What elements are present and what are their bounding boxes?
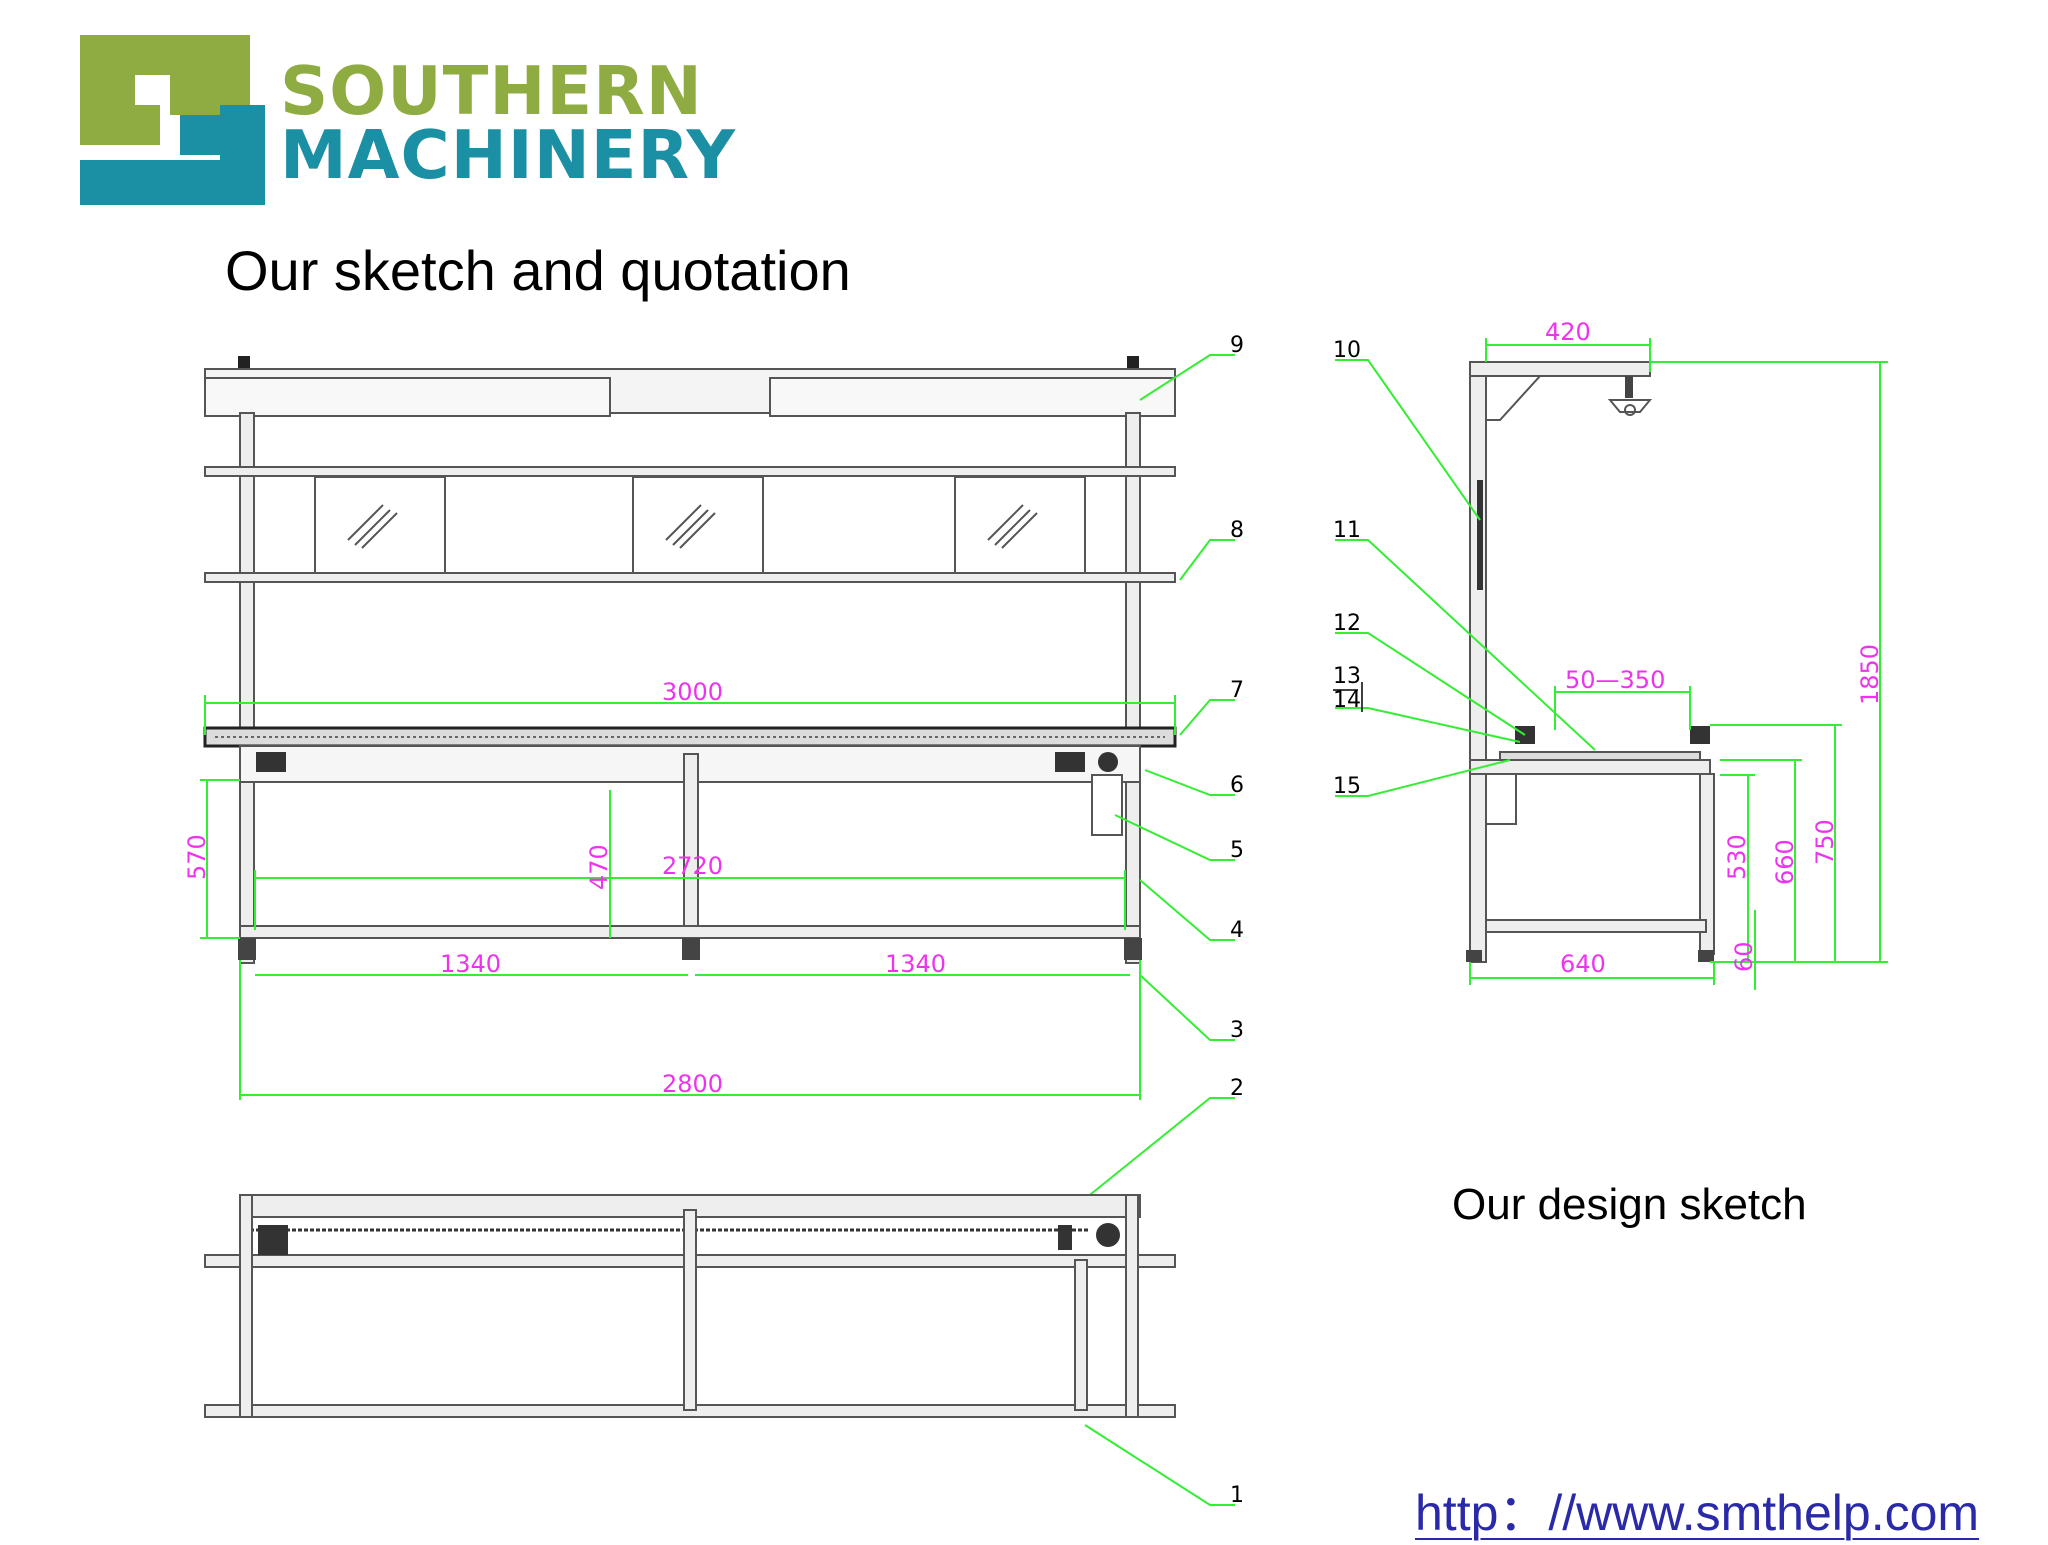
front-view-leaders: [1064, 354, 1235, 1506]
label-7: 7: [1230, 678, 1244, 703]
dim-3000: 3000: [662, 678, 723, 706]
label-12: 12: [1333, 611, 1361, 636]
label-13: 13: [1333, 664, 1361, 689]
dim-660: 660: [1771, 839, 1799, 885]
dim-530: 530: [1723, 834, 1751, 880]
front-view-dimensions: [200, 695, 1176, 1100]
cs-logo-icon: [80, 35, 265, 205]
label-1: 1: [1230, 1483, 1244, 1508]
label-4: 4: [1230, 918, 1244, 943]
label-5: 5: [1230, 838, 1244, 863]
dim-470: 470: [585, 844, 613, 890]
label-14: 14: [1333, 688, 1361, 713]
label-3: 3: [1230, 1018, 1244, 1043]
dim-2800: 2800: [662, 1070, 723, 1098]
dim-50-350: 50—350: [1565, 666, 1665, 694]
label-8: 8: [1230, 518, 1244, 543]
dim-1850: 1850: [1856, 644, 1884, 705]
dim-640: 640: [1560, 950, 1606, 978]
website-link[interactable]: http：//www.smthelp.com: [1415, 1485, 1980, 1541]
label-9: 9: [1230, 333, 1244, 358]
label-10: 10: [1333, 338, 1361, 363]
dim-750: 750: [1811, 819, 1839, 865]
plan-view: [204, 1194, 1176, 1418]
side-view-leaders: [1335, 359, 1596, 797]
label-11: 11: [1333, 518, 1361, 543]
side-view-dimensions: [1469, 338, 1888, 990]
label-6: 6: [1230, 773, 1244, 798]
design-caption: Our design sketch: [1452, 1180, 1807, 1229]
dim-570: 570: [183, 834, 211, 880]
page-heading: Our sketch and quotation: [225, 239, 851, 302]
dim-2720: 2720: [662, 852, 723, 880]
dim-1340-right: 1340: [885, 950, 946, 978]
front-view: [203, 356, 1177, 964]
brand-name-line2: MACHINERY: [280, 116, 736, 194]
label-15: 15: [1333, 774, 1361, 799]
dim-60: 60: [1730, 941, 1758, 972]
dim-420: 420: [1545, 318, 1591, 346]
brand-name-line1: SOUTHERN: [280, 52, 703, 130]
dim-1340-left: 1340: [440, 950, 501, 978]
label-2: 2: [1230, 1076, 1244, 1101]
side-view: [1466, 361, 1715, 963]
